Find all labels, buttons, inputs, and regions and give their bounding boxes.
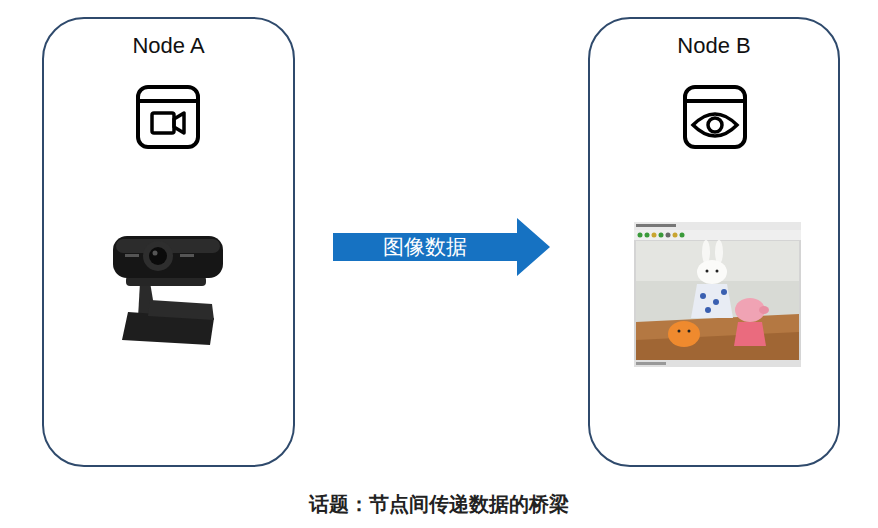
arrow-label: 图像数据: [383, 233, 467, 261]
camera-image-window: [634, 222, 801, 367]
eye-icon: [685, 87, 745, 147]
node-heading: Node B: [590, 19, 838, 59]
camera-icon: [138, 87, 198, 147]
webcam-picture: [113, 236, 223, 345]
caption: 话题：节点间传递数据的桥梁: [0, 491, 878, 518]
node-box: Node B: [588, 17, 840, 467]
node-heading: Node A: [44, 19, 293, 59]
data-arrow: [333, 218, 550, 276]
node-box: Node A: [42, 17, 295, 467]
